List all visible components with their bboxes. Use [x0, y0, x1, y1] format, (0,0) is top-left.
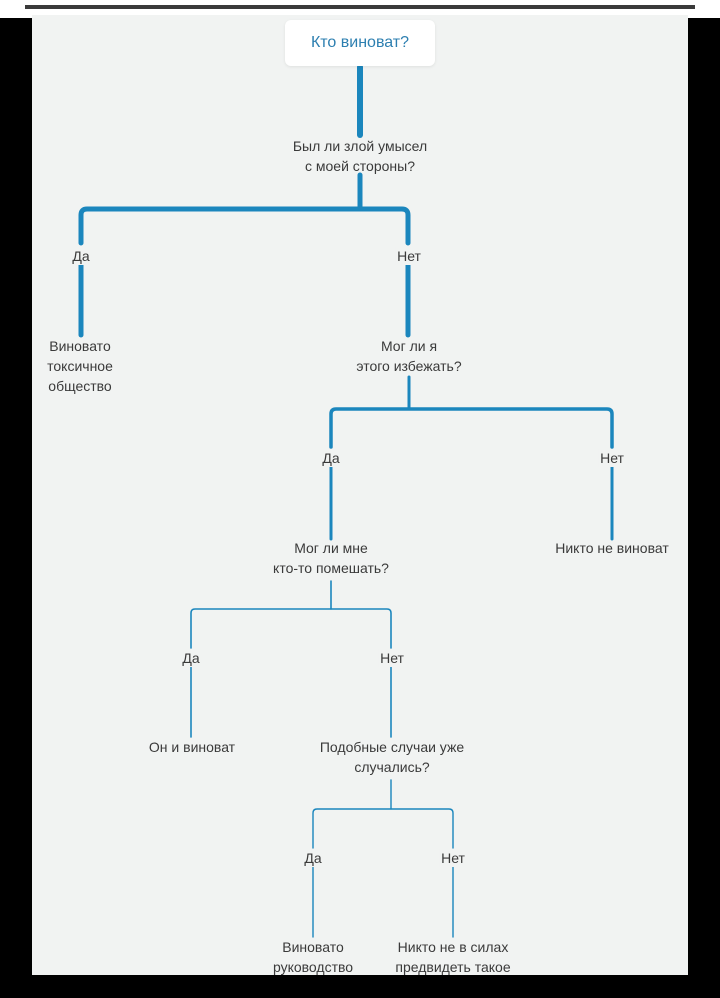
root-question-box: Кто виноват?	[285, 20, 435, 66]
question-avoidable: Мог ли я этого избежать?	[356, 338, 462, 374]
question-malice: Был ли злой умысел с моей стороны?	[292, 138, 428, 174]
flowchart: Кто виноват? Был ли злой умысел с моей с…	[32, 15, 688, 977]
branch-label-yes: Да	[320, 449, 342, 467]
answer-management: Виновато руководство	[272, 939, 354, 975]
answer-he-is-to-blame: Он и виноват	[148, 739, 236, 755]
answer-unforeseeable: Никто не в силах предвидеть такое	[395, 939, 511, 975]
branch-label-yes: Да	[302, 849, 324, 867]
root-question: Кто виноват?	[310, 34, 410, 51]
branch-label-no: Нет	[378, 649, 406, 667]
branch-label-no: Нет	[439, 849, 467, 867]
answer-nobody-to-blame: Никто не виноват	[555, 540, 669, 556]
answer-toxic-society: Виновато токсичное общество	[47, 338, 113, 394]
connector-q1-split	[78, 206, 411, 246]
branch-label-yes: Да	[180, 649, 202, 667]
connector-q3-split	[190, 608, 392, 649]
question-interference: Мог ли мне кто-то помешать?	[273, 540, 389, 576]
top-band	[0, 0, 720, 18]
top-divider	[25, 5, 695, 9]
connector-q4-split	[312, 808, 454, 849]
branch-label-no: Нет	[395, 247, 423, 265]
branch-label-yes: Да	[70, 247, 92, 265]
connector-q2-split	[329, 407, 614, 449]
tree-connectors	[78, 64, 614, 938]
branch-label-no: Нет	[598, 449, 626, 467]
question-similar-cases: Подобные случаи уже случались?	[319, 739, 465, 775]
bottom-bar	[0, 975, 720, 998]
